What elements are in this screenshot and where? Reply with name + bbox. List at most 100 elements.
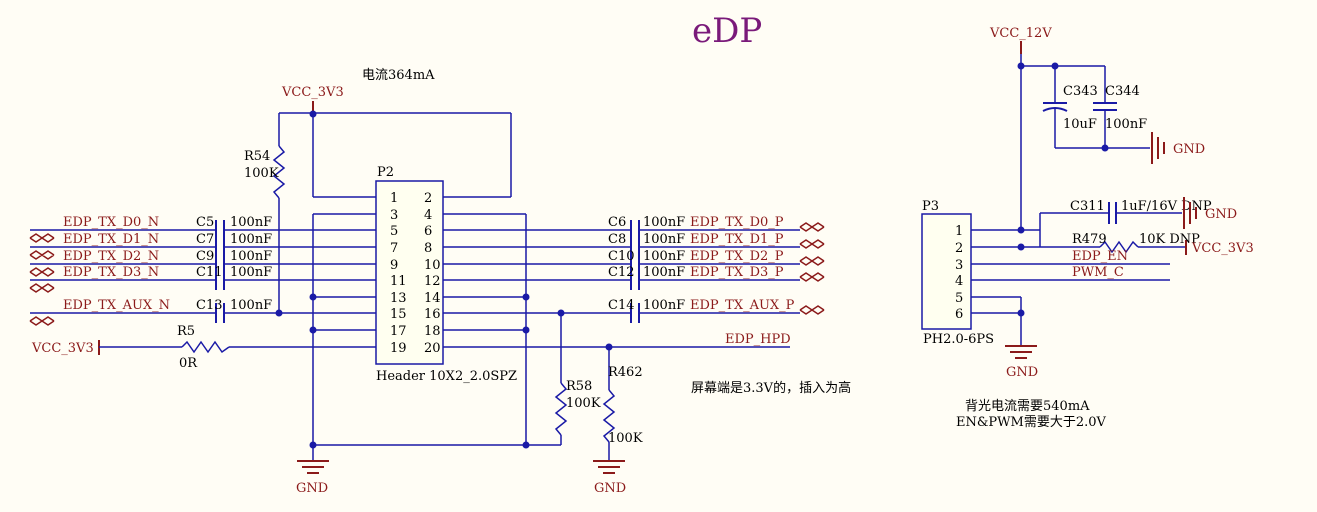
resistor-r479-ref: R479 — [1072, 232, 1107, 247]
p2-pin-18: 18 — [424, 324, 441, 339]
gnd-label-4: GND — [1205, 207, 1237, 222]
p2-pin-7: 7 — [390, 241, 398, 256]
gnd-label-2: GND — [594, 481, 626, 496]
resistor-r462-ref: R462 — [608, 365, 643, 380]
net-right-label: EDP_TX_D1_P — [690, 232, 784, 247]
port-right-icon — [799, 256, 825, 266]
right-signal-row: C14 100nF EDP_TX_AUX_P — [443, 298, 825, 323]
net-right-label: EDP_TX_D0_P — [690, 215, 784, 230]
resistor-r58-value: 100K — [566, 396, 601, 411]
port-left-icon — [29, 233, 55, 243]
resistor-r54-ref: R54 — [244, 149, 270, 164]
resistor-r5 — [181, 340, 230, 354]
gnd-label-3: GND — [1173, 142, 1205, 157]
capacitor-left-value: 100nF — [230, 215, 272, 230]
note-hpd: 屏幕端是3.3V的，插入为高 — [691, 380, 851, 396]
p2-pin-6: 6 — [424, 224, 432, 239]
port-right-icon — [799, 305, 825, 315]
resistor-r58 — [554, 382, 568, 436]
left-signal-row: EDP_TX_D0_N C5 100nF — [29, 215, 376, 243]
capacitor-left-value: 100nF — [230, 298, 272, 313]
capacitor-left-value: 100nF — [230, 232, 272, 247]
net-hpd-label: EDP_HPD — [725, 332, 791, 347]
connector-p3-part: PH2.0-6PS — [923, 332, 994, 347]
power-vcc3v3-right-label: VCC_3V3 — [1191, 241, 1254, 256]
schematic-title: eDP — [692, 11, 762, 51]
p3-pin-1: 1 — [955, 224, 963, 239]
p2-pin-5: 5 — [390, 224, 398, 239]
p2-pin-19: 19 — [390, 341, 407, 356]
junction-pin14 — [522, 293, 530, 301]
p2-pin-8: 8 — [424, 241, 432, 256]
port-left-icon — [29, 283, 55, 293]
p2-pin-1: 1 — [390, 191, 398, 206]
note-backlight-current: 背光电流需要540mA — [965, 399, 1090, 414]
gnd-symbol-4 — [1183, 197, 1197, 229]
gnd-symbol-1 — [297, 460, 329, 474]
capacitor-c343-ref: C343 — [1063, 84, 1098, 99]
capacitor-left-ref: C7 — [196, 232, 214, 247]
connector-p2-body — [375, 180, 444, 365]
net-left-label: EDP_TX_D0_N — [63, 215, 159, 230]
net-left-label: EDP_TX_AUX_N — [63, 298, 170, 313]
p3-pin-2: 2 — [955, 241, 963, 256]
p3-pin-6: 6 — [955, 307, 963, 322]
connector-p3-ref: P3 — [922, 199, 939, 214]
capacitor-c343-value: 10uF — [1063, 117, 1097, 132]
p2-pin-15: 15 — [390, 307, 407, 322]
net-pwm-label: PWM_C — [1072, 265, 1124, 280]
p2-pin-10: 10 — [424, 258, 441, 273]
resistor-r479 — [1099, 240, 1139, 254]
right-signal-row: C8 100nF EDP_TX_D1_P — [443, 232, 825, 257]
capacitor-left-value: 100nF — [230, 249, 272, 264]
p3-pin-3: 3 — [955, 258, 963, 273]
capacitor-c344-ref: C344 — [1105, 84, 1140, 99]
junction-pin18 — [522, 326, 530, 334]
connector-p2-part: Header 10X2_2.0SPZ — [376, 369, 517, 384]
capacitor-left-ref: C5 — [196, 215, 214, 230]
capacitor-right-ref: C8 — [608, 232, 626, 247]
capacitor-right-value: 100nF — [643, 232, 685, 247]
p2-pin-17: 17 — [390, 324, 407, 339]
capacitor-right-ref: C6 — [608, 215, 626, 230]
capacitor-left-value: 100nF — [230, 265, 272, 280]
p2-pin-2: 2 — [424, 191, 432, 206]
port-left-icon — [29, 267, 55, 277]
capacitor-right-value: 100nF — [643, 215, 685, 230]
connector-p2-ref: P2 — [377, 165, 394, 180]
p3-pin-4: 4 — [955, 274, 963, 289]
power-vcc12v-label: VCC_12V — [989, 26, 1052, 41]
p2-pin-14: 14 — [424, 291, 441, 306]
capacitor-c344-value: 100nF — [1105, 117, 1147, 132]
power-vcc3v3-left-label: VCC_3V3 — [31, 341, 94, 356]
p2-pin-11: 11 — [390, 274, 407, 289]
junction-gnd-left — [309, 441, 317, 449]
port-right-icon — [799, 222, 825, 232]
junction-p3-pin6 — [1017, 309, 1025, 317]
p2-pin-4: 4 — [424, 208, 432, 223]
capacitor-right-ref: C14 — [608, 298, 635, 313]
net-right-label: EDP_TX_D2_P — [690, 249, 784, 264]
port-left-icon — [29, 316, 55, 326]
p3-pin-5: 5 — [955, 291, 963, 306]
resistor-r5-value: 0R — [179, 356, 198, 371]
port-right-icon — [799, 239, 825, 249]
resistor-r5-ref: R5 — [177, 324, 195, 339]
port-left-icon — [29, 250, 55, 260]
capacitor-right-value: 100nF — [643, 298, 685, 313]
capacitor-right-value: 100nF — [643, 249, 685, 264]
net-left-label: EDP_TX_D3_N — [63, 265, 159, 280]
p2-pin-16: 16 — [424, 307, 441, 322]
gnd-label-1: GND — [296, 481, 328, 496]
net-right-label: EDP_TX_AUX_P — [690, 298, 795, 313]
right-signal-row: C6 100nF EDP_TX_D0_P — [443, 215, 825, 240]
power-vcc3v3-top-label: VCC_3V3 — [281, 85, 344, 100]
net-left-label: EDP_TX_D2_N — [63, 249, 159, 264]
p2-pin-3: 3 — [390, 208, 398, 223]
